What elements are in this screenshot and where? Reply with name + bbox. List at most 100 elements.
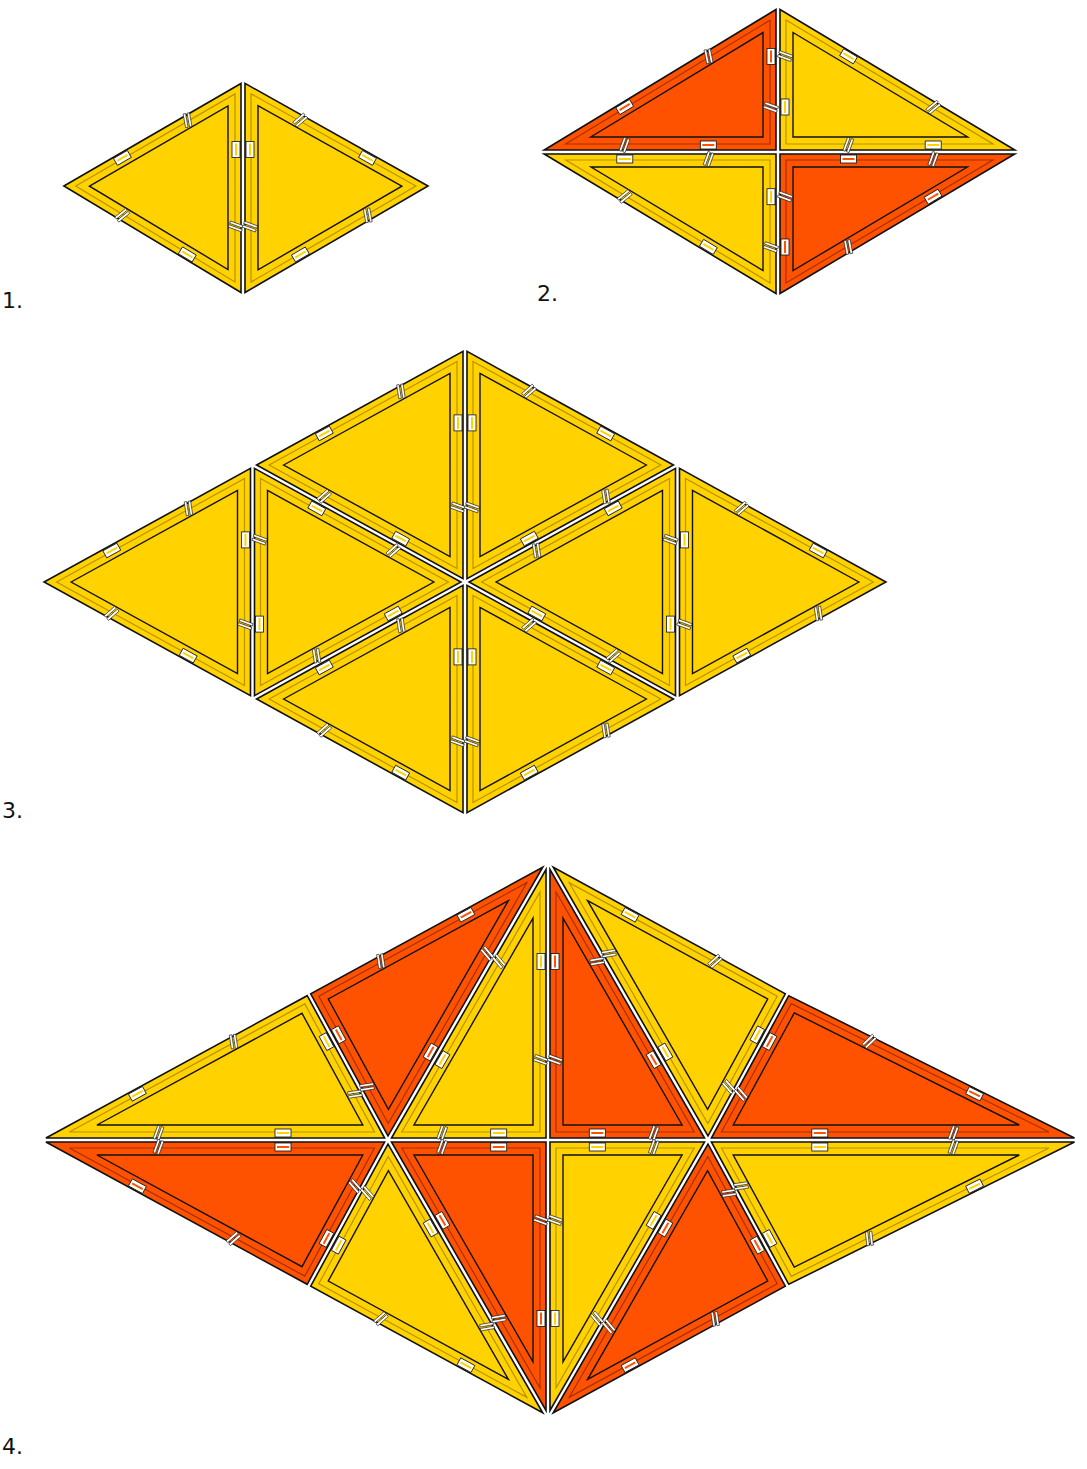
hinge-mark — [652, 1141, 659, 1155]
clip-tab — [471, 417, 473, 429]
tile-edge — [255, 468, 461, 695]
hinge-mark — [401, 384, 406, 398]
tile-panel — [414, 918, 533, 1125]
tile-frame — [251, 94, 416, 282]
clip-tab — [245, 534, 247, 546]
clip-slot — [667, 616, 675, 632]
tile-edge — [44, 468, 250, 695]
tile-panel — [71, 490, 237, 673]
tile-edge — [64, 84, 241, 293]
clip-slot — [457, 1358, 475, 1373]
hinge-mark — [522, 384, 534, 395]
clip-tab — [767, 1233, 773, 1244]
clip-tab — [235, 144, 237, 156]
clip-slot — [275, 1129, 291, 1137]
triangle-tile — [469, 468, 678, 695]
tile-frame — [402, 1148, 540, 1388]
clip-slot — [597, 660, 615, 675]
clip-tab — [388, 611, 399, 617]
tile-frame — [566, 20, 770, 144]
hinge-mark — [617, 190, 629, 201]
hinge-mark — [348, 1090, 362, 1095]
clip-tab — [591, 1146, 603, 1148]
clip-slot — [232, 142, 240, 158]
tile-edge — [680, 468, 886, 695]
hinge-mark — [360, 1083, 374, 1088]
clip-slot — [113, 150, 131, 165]
clip-slot — [537, 954, 545, 970]
hinge-mark — [312, 649, 317, 663]
hinge-mark — [483, 946, 494, 958]
clip-slot — [528, 606, 546, 621]
clip-slot — [319, 1033, 334, 1051]
hinge-mark — [492, 1318, 506, 1323]
clip-tab — [625, 1362, 636, 1368]
hinge-mark — [711, 1312, 716, 1326]
clip-tab — [524, 770, 535, 776]
tile-frame — [722, 1148, 1050, 1276]
triangle-tile — [711, 996, 1074, 1141]
hinge-mark — [153, 1125, 160, 1139]
hinge-mark — [602, 490, 607, 504]
clip-slot — [457, 907, 475, 922]
tile-edge — [469, 468, 675, 695]
hinge-mark — [360, 1087, 374, 1092]
clip-slot — [699, 239, 717, 254]
clip-tab — [249, 144, 251, 156]
tile-panel — [258, 106, 402, 270]
clip-tab — [784, 101, 786, 113]
hinge-mark — [952, 1141, 959, 1155]
hinge-mark — [734, 1182, 748, 1187]
triangle-tile — [64, 84, 244, 293]
tile-edge — [711, 1142, 1074, 1284]
clip-tab — [277, 1146, 289, 1148]
clip-tab — [132, 1091, 143, 1097]
triangle-tile — [777, 151, 1014, 293]
clip-slot — [537, 1310, 545, 1326]
clip-slot — [604, 501, 622, 516]
clip-slot — [621, 1358, 639, 1373]
clip-tab — [620, 104, 630, 110]
clip-slot — [520, 531, 538, 546]
clip-tab — [439, 1215, 445, 1225]
clip-slot — [646, 1051, 661, 1069]
clip-slot — [179, 648, 197, 663]
clip-slot — [275, 1143, 291, 1151]
clip-tab — [259, 618, 261, 630]
clip-tab — [600, 665, 611, 671]
hinge-mark — [464, 740, 478, 747]
clip-slot — [246, 142, 254, 158]
tile-frame — [786, 160, 993, 283]
tile-edge — [544, 10, 776, 151]
hinge-mark — [153, 1139, 160, 1153]
hinge-mark — [606, 489, 611, 503]
clip-tab — [554, 1312, 556, 1324]
clip-tab — [770, 50, 772, 62]
clip-tab — [625, 912, 636, 918]
hinge-mark — [536, 543, 541, 557]
clip-tab — [784, 241, 786, 253]
clip-tab — [428, 1223, 434, 1233]
clip-tab — [457, 417, 459, 429]
tile-frame — [57, 479, 245, 686]
clip-tab — [461, 1362, 472, 1368]
clip-tab — [969, 1091, 980, 1096]
clip-tab — [927, 144, 939, 146]
hinge-mark — [862, 1034, 874, 1045]
clip-tab — [928, 194, 938, 200]
clip-tab — [843, 158, 855, 160]
tile-panel — [588, 901, 768, 1110]
hinge-mark — [397, 619, 402, 633]
clip-slot — [551, 954, 559, 970]
hinge-mark — [374, 1312, 386, 1323]
clip-slot — [767, 189, 775, 205]
clip-tab — [600, 431, 611, 437]
hinge-mark — [843, 137, 850, 151]
tile-edge — [711, 996, 1074, 1138]
clip-slot — [423, 1219, 438, 1237]
clip-slot — [291, 247, 309, 262]
tile-frame — [482, 479, 670, 686]
hinge-mark — [535, 1215, 549, 1222]
tile-frame — [566, 160, 770, 283]
hinge-mark — [606, 723, 611, 737]
